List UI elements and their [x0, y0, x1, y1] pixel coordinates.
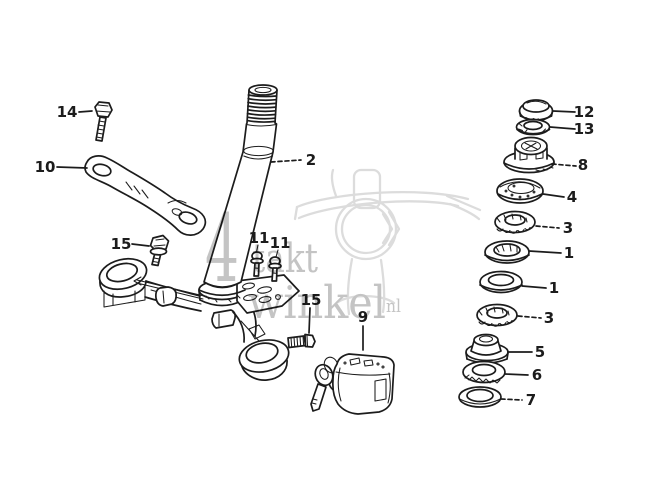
right-fork-clamp-ring	[238, 339, 290, 381]
bolt-15-left-drawing	[149, 234, 170, 267]
flat-washer-drawing	[458, 386, 502, 408]
callout-15-left: 15	[111, 235, 132, 253]
bearing-lower-drawing	[476, 303, 518, 327]
cone-race-drawing	[465, 333, 509, 364]
callout-13: 13	[574, 120, 595, 138]
steering-stem-drawing	[203, 84, 278, 289]
callout-14: 14	[57, 103, 78, 121]
stem-boss-ring-front	[198, 289, 246, 303]
callout-6: 6	[532, 366, 542, 384]
leader-1-upper	[528, 250, 562, 254]
callout-1-lower: 1	[549, 279, 559, 297]
callout-11-right: 11	[270, 234, 291, 252]
callout-8: 8	[578, 156, 588, 174]
leader-11-right	[275, 249, 279, 258]
stem-cap-drawing	[518, 99, 554, 122]
leader-3-lower	[517, 315, 542, 319]
watermark-moped-sketch	[293, 168, 482, 316]
bolt-11-left-drawing	[250, 251, 264, 277]
headlight-outer-sketch	[334, 197, 398, 261]
handlebar-bottom-sketch	[297, 200, 460, 220]
right-arm-inner-edge	[232, 311, 245, 343]
leader-15-left	[131, 243, 150, 247]
leader-1-lower	[521, 285, 547, 289]
stem-nut-drawing	[503, 136, 555, 174]
bolt-15-right-drawing	[287, 333, 316, 349]
callout-15-right: 15	[301, 291, 322, 309]
headlight-inner-sketch	[340, 203, 392, 255]
keys	[310, 356, 347, 412]
watermark-suffix: nl	[386, 296, 401, 317]
fender-sketch	[336, 294, 396, 305]
callout-labels: 14 10 15 11 11 15 9 2 12 13 8 4 3 1 1 3 …	[35, 103, 595, 409]
watermark-text: 4 takt winkel nl	[205, 195, 401, 329]
watermark: 4 takt winkel nl	[205, 168, 482, 329]
callout-12: 12	[574, 103, 595, 121]
watermark-word-bottom: winkel	[248, 276, 386, 329]
dust-seal-drawing	[496, 178, 544, 204]
handlebar-top-sketch	[295, 190, 470, 209]
watermark-numeral: 4	[205, 195, 239, 304]
lock-washer-drawing	[515, 118, 551, 136]
leader-3-upper	[535, 225, 560, 229]
callout-3-upper: 3	[563, 219, 573, 237]
speedo-riser-sketch	[352, 168, 382, 210]
leader-11-left	[255, 244, 259, 253]
bracket-plate	[236, 274, 300, 314]
callout-4: 4	[567, 188, 577, 206]
serrated-ring-drawing	[462, 360, 506, 384]
watermark-word-top: takt	[252, 236, 318, 282]
leader-8	[551, 163, 577, 167]
race-lower-drawing	[479, 270, 523, 294]
leader-6	[504, 373, 529, 376]
headlight-chevron-sketch	[381, 210, 401, 247]
leader-lines	[56, 110, 577, 401]
callout-7: 7	[526, 391, 536, 409]
stay-bracket-drawing	[84, 155, 207, 236]
callout-10: 10	[35, 158, 56, 176]
diagram-linework: 14 10 15 11 11 15 9 2 12 13 8 4 3 1 1 3 …	[35, 84, 595, 415]
left-pinch-clamp	[154, 286, 178, 307]
brake-lever-sketch	[445, 194, 482, 221]
callout-9: 9	[358, 308, 368, 326]
ignition-switch-drawing	[310, 353, 395, 415]
left-arm-bottom-edge	[144, 296, 202, 312]
left-fork-clamp-ring	[98, 257, 148, 308]
leader-15-right	[308, 307, 311, 334]
leader-4	[542, 193, 565, 198]
center-clamp-piece	[211, 309, 237, 329]
mirror-stem-sketch	[330, 168, 338, 198]
fork-leg-right-sketch	[379, 258, 386, 314]
leader-13	[549, 126, 576, 130]
bolt-14-drawing	[94, 101, 113, 142]
race-upper-drawing	[484, 240, 530, 264]
callout-3-lower: 3	[544, 309, 554, 327]
leader-10	[56, 166, 88, 169]
left-bar-end-sketch	[293, 205, 299, 221]
leader-2	[270, 159, 302, 163]
leader-14	[78, 110, 93, 113]
callout-2: 2	[306, 151, 316, 169]
leader-12	[552, 110, 576, 113]
leader-7	[500, 398, 523, 401]
callout-11-left: 11	[249, 229, 270, 247]
callout-5: 5	[535, 343, 545, 361]
bearing-upper-drawing	[494, 210, 536, 234]
stem-threads	[246, 94, 278, 123]
fork-leg-left-sketch	[346, 257, 354, 316]
bolt-11-right-drawing	[268, 256, 282, 282]
callout-1-upper: 1	[564, 244, 574, 262]
